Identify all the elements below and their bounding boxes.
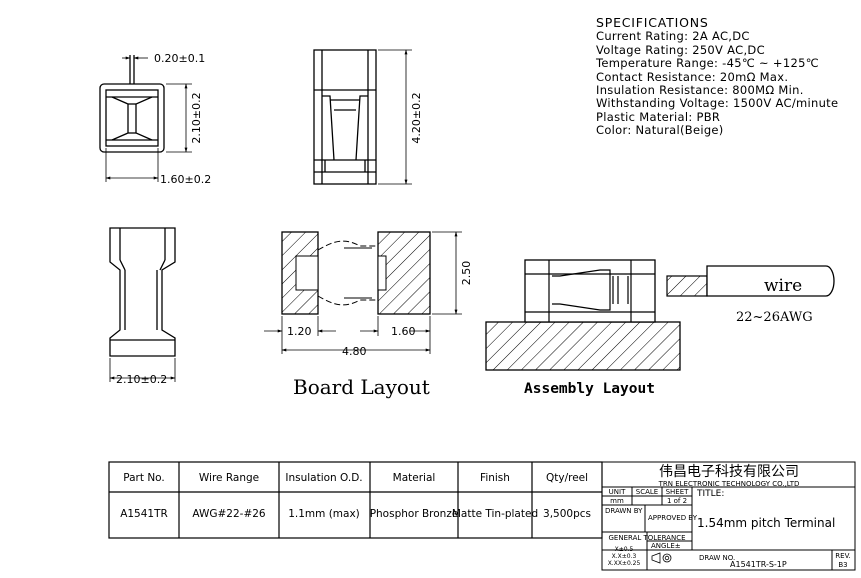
company-name-cn: 伟昌电子科技有限公司 — [659, 464, 799, 480]
spec-insulation-resistance: Insulation Resistance: 800MΩ Min. — [596, 83, 804, 98]
assembly-layout — [485, 259, 835, 371]
header-finish: Finish — [480, 472, 510, 484]
spec-temperature: Temperature Range: -45℃ ~ +125℃ — [596, 56, 819, 71]
tolerance-xxx: X.XX±0.25 — [608, 560, 641, 567]
rev-value: B3 — [838, 561, 847, 569]
draw-no-label: DRAW NO. — [699, 554, 735, 562]
end-dimensions — [109, 358, 176, 382]
approved-by-label: APPROVED BY — [648, 514, 698, 522]
front-view — [99, 55, 165, 153]
cell-qty-reel: 3,500pcs — [543, 508, 591, 520]
assembly-layout-label: Assembly Layout — [524, 381, 655, 397]
header-part-no: Part No. — [123, 472, 165, 484]
cell-insulation: 1.1mm (max) — [288, 508, 360, 520]
title-value: 1.54mm pitch Terminal — [697, 516, 835, 530]
parts-table-headers: Part No. Wire Range Insulation O.D. Mate… — [123, 472, 588, 484]
company-name-en: TRN ELECTRONIC TECHNOLOGY CO.,LTD — [658, 480, 800, 488]
wire-gauge-label: 22~26AWG — [736, 310, 813, 325]
sheet-label: SHEET — [666, 488, 690, 496]
general-tolerance-label: GENERAL TOLERANCE — [608, 534, 685, 542]
projection-symbol-icon — [651, 552, 672, 564]
cell-finish: Matte Tin-plated — [452, 508, 538, 520]
unit-label: UNIT — [609, 488, 626, 496]
dim-front-height: 2.10±0.2 — [190, 92, 203, 143]
board-dimensions — [264, 231, 462, 354]
specifications-block: SPECIFICATIONS Current Rating: 2A AC,DC … — [596, 16, 838, 138]
title-label: TITLE: — [696, 489, 724, 499]
unit-value: mm — [610, 497, 624, 505]
cell-wire-range: AWG#22-#26 — [192, 508, 266, 520]
angle-label: ANGLE± — [651, 542, 681, 550]
sheet-value: 1 of 2 — [667, 497, 687, 505]
spec-color: Color: Natural(Beige) — [596, 123, 724, 138]
dim-front-width: 0.20±0.1 — [154, 52, 205, 65]
tolerance-x: X±0.5 — [615, 546, 634, 553]
header-material: Material — [393, 472, 436, 484]
parts-table-row: A1541TR AWG#22-#26 1.1mm (max) Phosphor … — [120, 508, 591, 520]
header-wire-range: Wire Range — [199, 472, 259, 484]
side-dimensions — [378, 49, 412, 185]
header-insulation: Insulation O.D. — [285, 472, 362, 484]
dim-side-height: 4.20±0.2 — [410, 92, 423, 143]
title-block-grid — [601, 461, 856, 571]
spec-contact-resistance: Contact Resistance: 20mΩ Max. — [596, 69, 789, 84]
dim-board-total: 4.80 — [342, 345, 367, 358]
board-layout — [281, 231, 431, 315]
specifications-title: SPECIFICATIONS — [596, 15, 709, 30]
end-view — [109, 227, 176, 357]
dim-board-right: 1.60 — [391, 325, 416, 338]
spec-current: Current Rating: 2A AC,DC — [596, 29, 750, 44]
tolerance-xx: X.X±0.3 — [612, 553, 637, 560]
cell-part-no: A1541TR — [120, 508, 168, 520]
front-dimensions — [105, 56, 192, 182]
drawn-by-label: DRAWN BY — [605, 507, 643, 515]
scale-label: SCALE — [636, 488, 658, 496]
dim-end-width: 2.10±0.2 — [116, 373, 167, 386]
header-qty-reel: Qty/reel — [546, 472, 588, 484]
dim-board-left: 1.20 — [287, 325, 312, 338]
dim-front-bottom: 1.60±0.2 — [160, 173, 211, 186]
spec-withstanding-voltage: Withstanding Voltage: 1500V AC/minute — [596, 96, 839, 111]
rev-label: REV. — [835, 552, 850, 560]
cell-material: Phosphor Bronze — [370, 508, 459, 520]
board-layout-label: Board Layout — [293, 375, 430, 399]
side-view — [313, 49, 377, 185]
wire-label: wire — [764, 276, 802, 296]
spec-plastic-material: Plastic Material: PBR — [596, 109, 721, 124]
draw-no-value: A1541TR-S-1P — [730, 560, 787, 569]
dim-board-height: 2.50 — [460, 261, 473, 286]
spec-voltage: Voltage Rating: 250V AC,DC — [596, 42, 765, 57]
